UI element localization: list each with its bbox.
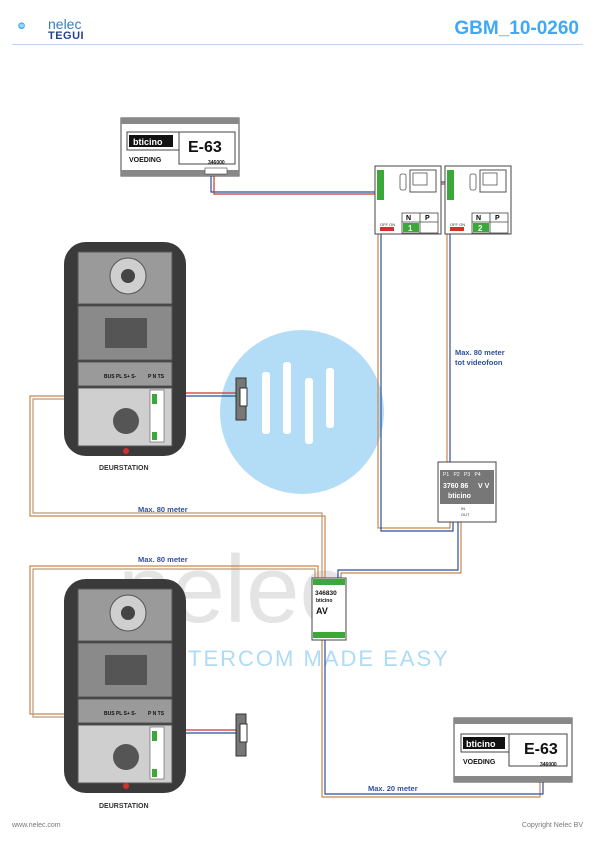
annotation-max80-videofoon: Max. 80 meter bbox=[455, 348, 505, 357]
monitor-2-switch: OFF ON bbox=[450, 222, 465, 227]
monitor-1-switch: OFF ON bbox=[380, 222, 395, 227]
ps-bottom-label: VOEDING bbox=[463, 759, 496, 766]
door-top-label: DEURSTATION bbox=[99, 465, 149, 472]
ps-top-code: 346000 bbox=[208, 160, 225, 166]
door-bottom-label: DEURSTATION bbox=[99, 803, 149, 810]
iface-brand: bticino bbox=[316, 598, 332, 604]
watermark-tagline: INTERCOM MADE EASY bbox=[162, 646, 450, 671]
monitor-1: N P 1 OFF ON bbox=[374, 165, 442, 235]
iface-code: 346830 bbox=[315, 590, 337, 597]
brand-name: nelec bbox=[48, 16, 82, 32]
ps-bottom-model: E-63 bbox=[524, 741, 558, 758]
video-distributor: P1 P2 P3 P4 3760 86 V V bticino IN OUT bbox=[437, 461, 497, 523]
iface-label: AV bbox=[316, 606, 328, 616]
annotation-max80-a: Max. 80 meter bbox=[138, 505, 188, 514]
monitor-2-p: P bbox=[495, 215, 500, 222]
dist-ports: P1 P2 P3 P4 bbox=[443, 472, 481, 478]
door-top-terminals: BUS PL S+ S- bbox=[104, 374, 137, 380]
door-station-top: BUS PL S+ S- P N TS DEURSTATION bbox=[64, 242, 186, 472]
monitor-1-number: 1 bbox=[408, 224, 413, 233]
monitor-2-n: N bbox=[476, 215, 481, 222]
annotations: Max. 80 meter tot videofoon Max. 80 mete… bbox=[138, 348, 505, 793]
annotation-max80-b: Max. 80 meter bbox=[138, 555, 188, 564]
door-lock-top bbox=[235, 377, 248, 421]
ps-top-brand: bticino bbox=[133, 137, 163, 147]
monitor-2: N P 2 OFF ON bbox=[444, 165, 512, 235]
door-lock-bottom bbox=[235, 713, 248, 757]
door-bottom-terminals: BUS PL S+ S- bbox=[104, 711, 137, 717]
footer-copyright: Copyright Nelec BV bbox=[521, 822, 583, 829]
nelec-logo-icon bbox=[18, 22, 25, 30]
dist-code: 3760 86 bbox=[443, 483, 468, 490]
monitor-1-n: N bbox=[406, 215, 411, 222]
dist-out: OUT bbox=[461, 512, 470, 517]
ps-bottom-code: 346000 bbox=[540, 762, 557, 768]
header-divider bbox=[12, 44, 583, 45]
power-supply-top: bticino E-63 VOEDING 346000 bbox=[120, 117, 240, 177]
door-bottom-right-labels: P N TS bbox=[148, 711, 165, 717]
annotation-tot-videofoon: tot videofoon bbox=[455, 358, 503, 367]
annotation-max20: Max. 20 meter bbox=[368, 784, 418, 793]
document-code: GBM_10-0260 bbox=[454, 18, 579, 39]
footer-website[interactable]: www.nelec.com bbox=[12, 822, 61, 829]
monitor-1-p: P bbox=[425, 215, 430, 222]
av-interface: 346830 bticino AV bbox=[311, 577, 347, 641]
monitor-2-number: 2 bbox=[478, 224, 483, 233]
dist-brand: bticino bbox=[448, 493, 471, 500]
ps-top-model: E-63 bbox=[188, 139, 222, 156]
ps-top-label: VOEDING bbox=[129, 157, 162, 164]
dist-vv: V V bbox=[478, 483, 490, 490]
power-supply-bottom: bticino E-63 VOEDING 346000 bbox=[453, 717, 573, 783]
brand-sub: TEGUI bbox=[48, 30, 85, 42]
ps-bottom-brand: bticino bbox=[466, 739, 496, 749]
dist-in: IN bbox=[461, 506, 465, 511]
door-station-bottom: BUS PL S+ S- P N TS DEURSTATION bbox=[64, 579, 186, 810]
door-top-right-labels: P N TS bbox=[148, 374, 165, 380]
